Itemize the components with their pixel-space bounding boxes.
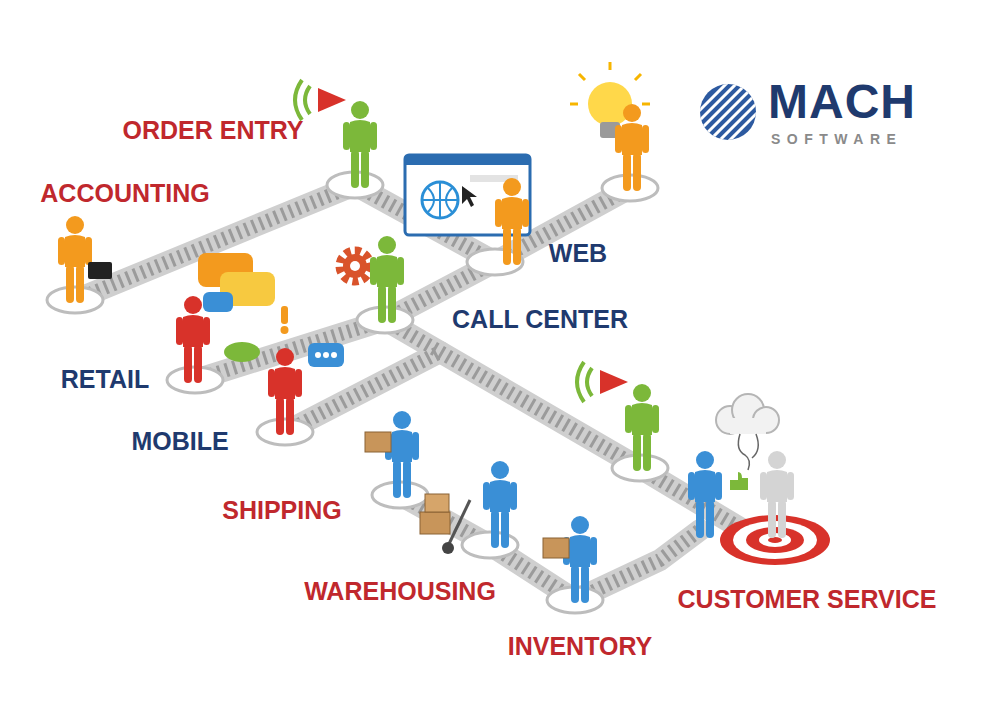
logo-text: MACH bbox=[768, 78, 916, 126]
megaphone bbox=[577, 362, 628, 402]
label-holder: SOFTWARE bbox=[771, 130, 902, 148]
label-holder: RETAIL bbox=[61, 367, 149, 392]
inventory-person bbox=[563, 516, 597, 603]
sound-arcs bbox=[295, 80, 310, 120]
gear bbox=[340, 251, 370, 281]
label-holder: SHIPPING bbox=[222, 498, 341, 523]
label-holder: CALL CENTER bbox=[452, 307, 628, 332]
announce-person bbox=[625, 384, 659, 471]
chat-dot bbox=[315, 352, 321, 358]
road-path bbox=[385, 320, 760, 540]
warehouse-person bbox=[483, 461, 517, 548]
screen-bar bbox=[405, 155, 530, 165]
road-ties-path bbox=[385, 320, 760, 540]
chat-dot bbox=[331, 352, 337, 358]
platform bbox=[257, 419, 313, 445]
call-person bbox=[370, 236, 404, 323]
logo-stripe bbox=[690, 70, 770, 150]
exclamation-dot bbox=[281, 326, 289, 334]
briefcase bbox=[88, 262, 112, 279]
road-path bbox=[285, 352, 440, 432]
thumb-up bbox=[730, 472, 748, 490]
station-label: CUSTOMER SERVICE bbox=[678, 587, 937, 612]
chat-bubble bbox=[308, 343, 344, 367]
station-label: MOBILE bbox=[131, 429, 228, 454]
green-mound bbox=[224, 342, 260, 362]
platforms bbox=[47, 172, 668, 613]
road-bed bbox=[75, 185, 760, 600]
station-label: CALL CENTER bbox=[452, 307, 628, 332]
shipping-person bbox=[385, 411, 419, 498]
label-holder: WAREHOUSING bbox=[304, 579, 496, 604]
idea-person bbox=[615, 104, 649, 191]
label-holder: ACCOUNTING bbox=[40, 181, 209, 206]
mobile-person bbox=[268, 348, 302, 435]
station-label: INVENTORY bbox=[508, 634, 652, 659]
bulb-glass bbox=[588, 82, 632, 126]
road-ties-path bbox=[285, 352, 440, 432]
station-label: ACCOUNTING bbox=[40, 181, 209, 206]
megaphone-cone bbox=[600, 370, 628, 394]
speech-bubbles bbox=[198, 253, 275, 312]
label-holder: MACH bbox=[768, 78, 916, 126]
parcel bbox=[543, 538, 569, 558]
cloud-strings bbox=[738, 434, 758, 470]
web-person bbox=[495, 178, 529, 265]
megaphone-cone bbox=[318, 88, 346, 112]
road bbox=[75, 185, 760, 600]
globe bbox=[422, 182, 458, 218]
cloud-base bbox=[730, 418, 766, 434]
station-label: ORDER ENTRY bbox=[122, 118, 303, 143]
label-holder: MOBILE bbox=[131, 429, 228, 454]
bubble bbox=[203, 292, 233, 312]
chat-dot bbox=[323, 352, 329, 358]
cloud-puffs bbox=[716, 394, 779, 434]
gear-body bbox=[343, 254, 367, 278]
gear-teeth bbox=[340, 251, 370, 281]
accounting-person bbox=[58, 216, 92, 303]
label-holder: INVENTORY bbox=[508, 634, 652, 659]
logo-subtext: SOFTWARE bbox=[771, 132, 902, 146]
hand-truck bbox=[448, 500, 470, 546]
service-person bbox=[688, 451, 722, 538]
cursor bbox=[462, 186, 477, 207]
parcel bbox=[425, 494, 449, 512]
logo-mark bbox=[690, 70, 770, 150]
parcel bbox=[365, 432, 391, 452]
station-label: WAREHOUSING bbox=[304, 579, 496, 604]
gear-hole bbox=[350, 261, 360, 271]
platform bbox=[462, 532, 518, 558]
platform bbox=[47, 287, 103, 313]
label-holder: ORDER ENTRY bbox=[122, 118, 303, 143]
retail-person bbox=[176, 296, 210, 383]
order-person bbox=[343, 101, 377, 188]
wheel bbox=[442, 542, 454, 554]
megaphone bbox=[295, 80, 346, 120]
people bbox=[58, 101, 794, 603]
sound-arcs bbox=[577, 362, 592, 402]
target-ring bbox=[768, 537, 782, 543]
parcel bbox=[420, 512, 450, 534]
globe-lines bbox=[422, 182, 458, 218]
station-label: WEB bbox=[549, 241, 607, 266]
station-label: SHIPPING bbox=[222, 498, 341, 523]
customer-person bbox=[760, 451, 794, 538]
road-ties bbox=[75, 185, 760, 600]
label-holder: CUSTOMER SERVICE bbox=[678, 587, 937, 612]
label-holder: WEB bbox=[549, 241, 607, 266]
exclamation bbox=[281, 306, 288, 324]
station-label: RETAIL bbox=[61, 367, 149, 392]
logo-stripes bbox=[690, 70, 770, 150]
